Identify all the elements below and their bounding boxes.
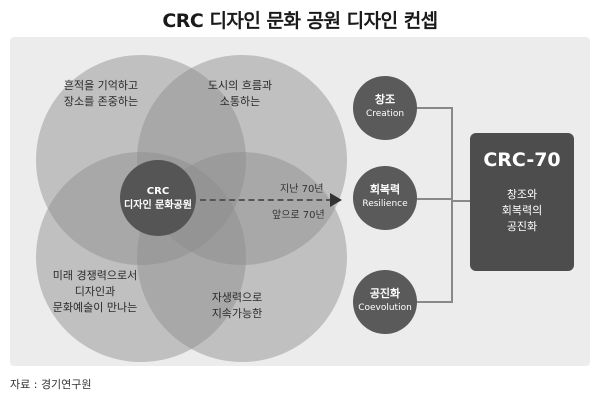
venn-center-circle [120,160,196,236]
connector-vertical [451,107,453,303]
connector-middle [417,198,451,200]
arrow-label-past: 지난 70년 [280,184,324,195]
connector-top [417,107,451,109]
dashed-arrow-line [200,199,332,201]
diagram-title: CRC 디자인 문화 공원 디자인 컨셉 [162,10,438,32]
arrow-head-icon [330,193,342,207]
arrow-label-future: 앞으로 70년 [272,210,325,221]
connector-bottom [417,301,451,303]
result-title: CRC-70 [483,149,561,171]
connector-to-result [451,200,470,202]
source-note: 자료 : 경기연구원 [10,378,92,391]
